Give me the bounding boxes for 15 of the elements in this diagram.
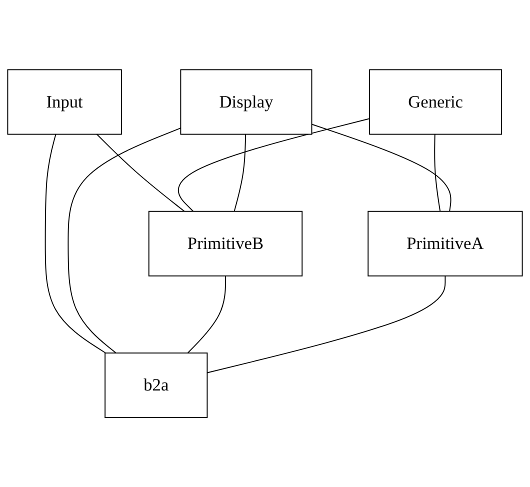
node-box: PrimitiveB bbox=[148, 210, 303, 276]
connector bbox=[234, 134, 246, 212]
node-box: Generic bbox=[369, 69, 502, 135]
connector bbox=[44, 134, 106, 354]
node-box: b2a bbox=[104, 352, 208, 418]
connector bbox=[311, 124, 452, 212]
connector bbox=[96, 134, 185, 212]
connector bbox=[187, 275, 226, 354]
connector bbox=[68, 127, 182, 354]
node-box: Input bbox=[7, 69, 122, 135]
node-box: Display bbox=[180, 69, 312, 135]
connector bbox=[434, 134, 441, 212]
connector bbox=[178, 118, 370, 212]
node-box: PrimitiveA bbox=[368, 210, 523, 276]
connector bbox=[206, 275, 446, 374]
